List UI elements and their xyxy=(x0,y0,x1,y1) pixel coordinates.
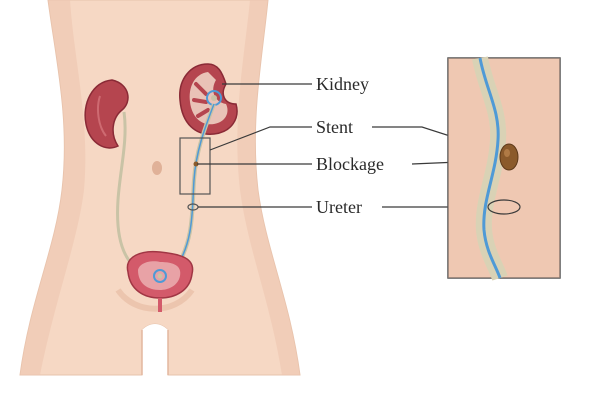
right-ureter-with-stent xyxy=(174,103,216,270)
blockage-marker xyxy=(193,161,199,167)
torso xyxy=(19,0,301,376)
navel xyxy=(152,161,162,175)
bladder xyxy=(126,250,194,312)
label-kidney: Kidney xyxy=(316,74,369,94)
pelvis-shading xyxy=(115,288,195,312)
stent-leader-left xyxy=(209,126,312,151)
inset-ureter-ring xyxy=(487,199,521,215)
inset-blockage xyxy=(499,143,519,171)
inset-stent xyxy=(478,57,502,279)
left-ureter xyxy=(116,111,137,270)
torso-shadow-left xyxy=(20,0,86,375)
ureter-inset xyxy=(447,56,561,281)
right-kidney-section xyxy=(179,63,238,135)
stent-highlight-box xyxy=(179,137,211,195)
torso-shadow-right xyxy=(237,0,300,375)
label-stent: Stent xyxy=(316,117,353,137)
label-blockage: Blockage xyxy=(316,154,384,174)
thigh-gap xyxy=(142,324,168,375)
left-kidney xyxy=(84,79,137,270)
label-ureter: Ureter xyxy=(316,197,362,217)
